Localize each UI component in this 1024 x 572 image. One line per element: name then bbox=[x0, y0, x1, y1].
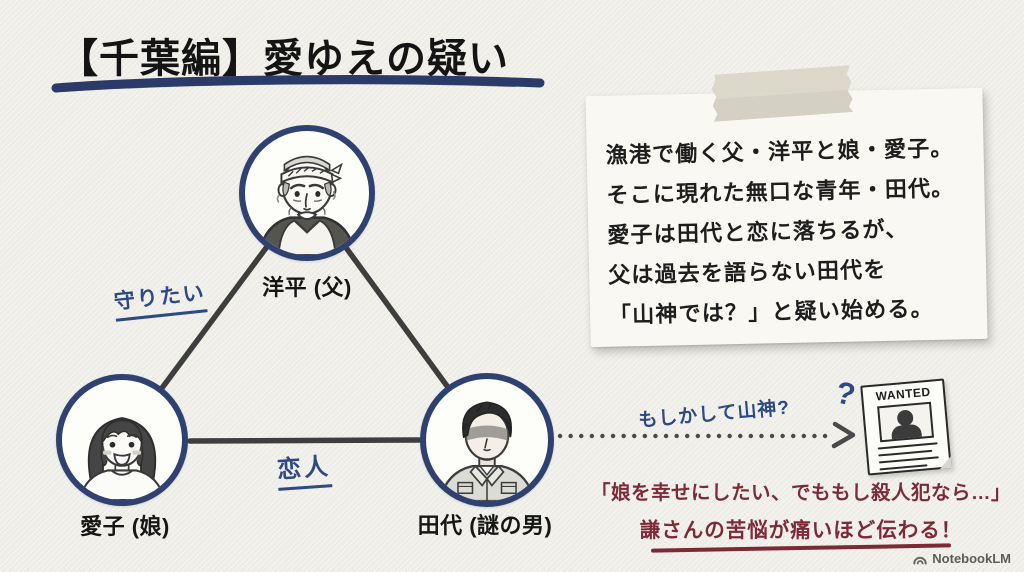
page-title: 【千葉編】愛ゆえの疑い bbox=[58, 37, 509, 81]
masking-tape bbox=[711, 65, 854, 122]
wanted-mugshot-icon bbox=[877, 401, 935, 443]
brand-name: NotebookLM bbox=[932, 551, 1011, 566]
arrowhead-icon bbox=[831, 421, 856, 449]
wanted-text-line bbox=[879, 464, 928, 471]
edge-label-lovers: 恋人 bbox=[275, 446, 333, 491]
wanted-poster: WANTED bbox=[860, 378, 952, 476]
synopsis-note-card: 漁港で働く父・洋平と娘・愛子。 そこに現れた無口な青年・田代。 愛子は田代と恋に… bbox=[585, 87, 988, 348]
young-woman-illustration bbox=[78, 417, 166, 500]
stranger-label: 田代 (謎の男) bbox=[417, 513, 553, 538]
title-underline-brush bbox=[51, 75, 545, 93]
daughter-portrait bbox=[56, 374, 188, 506]
wanted-text-line bbox=[877, 442, 938, 450]
edge-father-stranger bbox=[344, 246, 450, 389]
note-line: 「山神では？」と疑い始める。 bbox=[608, 295, 935, 328]
commentary-block: 「娘を幸せにしたい、でももし殺人犯なら…」 謙さんの苦悩が痛いほど伝わる！ bbox=[585, 476, 1017, 553]
commentary-line-2: 謙さんの苦悩が痛いほど伝わる！ bbox=[639, 519, 963, 542]
daughter-label: 愛子 (娘) bbox=[80, 514, 170, 539]
wanted-poster-title: WANTED bbox=[875, 384, 932, 404]
brand-footer: NotebookLM bbox=[912, 551, 1011, 566]
note-line: そこに現れた無口な青年・田代。 bbox=[606, 175, 955, 208]
stranger-portrait bbox=[420, 373, 554, 507]
edge-daughter-stranger bbox=[187, 437, 422, 444]
father-label: 洋平 (父) bbox=[262, 275, 352, 300]
mysterious-man-illustration bbox=[438, 401, 536, 501]
commentary-line-1: 「娘を幸せにしたい、でももし殺人犯なら…」 bbox=[590, 482, 1011, 504]
folded-corner bbox=[938, 456, 952, 470]
father-portrait bbox=[239, 125, 375, 261]
notebooklm-logo-icon bbox=[913, 556, 928, 565]
edge-father-daughter bbox=[159, 245, 269, 391]
old-man-illustration bbox=[257, 155, 357, 255]
wanted-text-line bbox=[878, 456, 939, 464]
wanted-text-line bbox=[878, 449, 933, 457]
